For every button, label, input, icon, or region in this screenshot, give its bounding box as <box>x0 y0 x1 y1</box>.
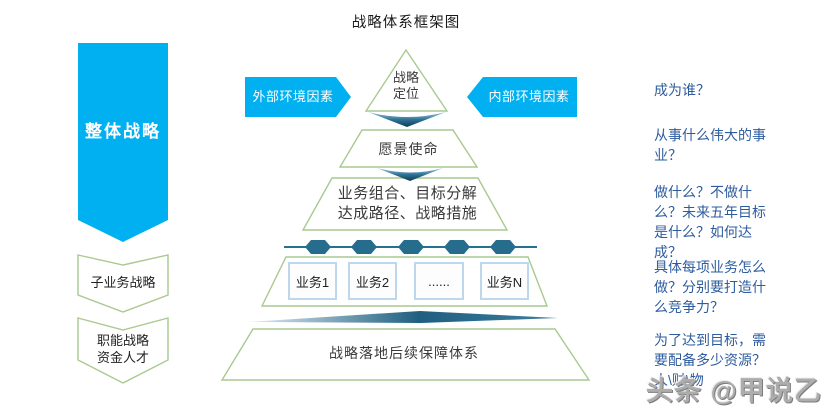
business-ellipsis-label: ...... <box>428 273 450 289</box>
functional-strategy-chevron <box>77 317 169 384</box>
portfolio-goals-label: 业务组合、目标分解 达成路径、战略措施 <box>337 185 478 222</box>
flow-arrow-icon <box>490 240 516 254</box>
business-box-2: 业务2 <box>348 262 397 300</box>
business-n-label: 业务N <box>486 274 523 290</box>
internal-factor-label: 内部环境因素 <box>488 88 570 104</box>
vision-mission-label: 愿景使命 <box>378 141 439 157</box>
flow-arrow-icon <box>398 240 424 254</box>
diagram-title: 战略体系框架图 <box>351 15 461 31</box>
pyramid-level5-trapezoid <box>220 328 591 381</box>
pyramid-level3-trapezoid <box>301 177 509 231</box>
overall-strategy-banner <box>78 43 168 242</box>
swoosh-arrow-icon <box>248 311 558 323</box>
overall-strategy-label: 整体战略 <box>85 121 161 141</box>
functional-strategy-label: 职能战略 资金人才 <box>96 333 149 365</box>
sub-business-chevron <box>77 254 169 313</box>
flow-arrow-icon <box>305 240 331 254</box>
strategic-positioning-label: 战略 定位 <box>392 70 419 101</box>
flow-arrows-row <box>284 240 537 254</box>
question-business-competitiveness: 具体每项业务怎么做？分别要打造什么竞争力？ <box>654 259 766 315</box>
business-2-label: 业务2 <box>355 274 390 290</box>
down-arrow-icon <box>377 168 443 181</box>
pyramid-level2-trapezoid <box>338 129 479 168</box>
business-box-1: 业务1 <box>288 262 337 300</box>
flow-arrow-icon <box>351 240 377 254</box>
external-factor-label: 外部环境因素 <box>252 88 334 104</box>
question-who-to-become: 成为谁？ <box>654 82 710 98</box>
business-box-n: 业务N <box>480 262 529 300</box>
business-1-label: 业务1 <box>295 274 330 290</box>
support-system-label: 战略落地后续保障体系 <box>329 345 479 361</box>
external-factor-banner <box>245 77 351 117</box>
flow-arrow-icon <box>444 240 470 254</box>
internal-factor-banner <box>467 77 577 117</box>
question-great-cause: 从事什么伟大的事业？ <box>654 127 766 163</box>
pyramid-level1-triangle <box>364 48 449 112</box>
watermark: 头条 @甲说乙评 <box>646 376 822 406</box>
sub-business-label: 子业务战略 <box>90 275 156 290</box>
down-arrow-icon <box>368 112 446 127</box>
question-resources-needed: 为了达到目标，需要配备多少资源？人\财\物 <box>654 332 766 388</box>
business-box-ellipsis: ...... <box>414 262 464 300</box>
question-what-to-do: 做什么？不做什么？未来五年目标是什么？如何达成？ <box>654 184 766 260</box>
